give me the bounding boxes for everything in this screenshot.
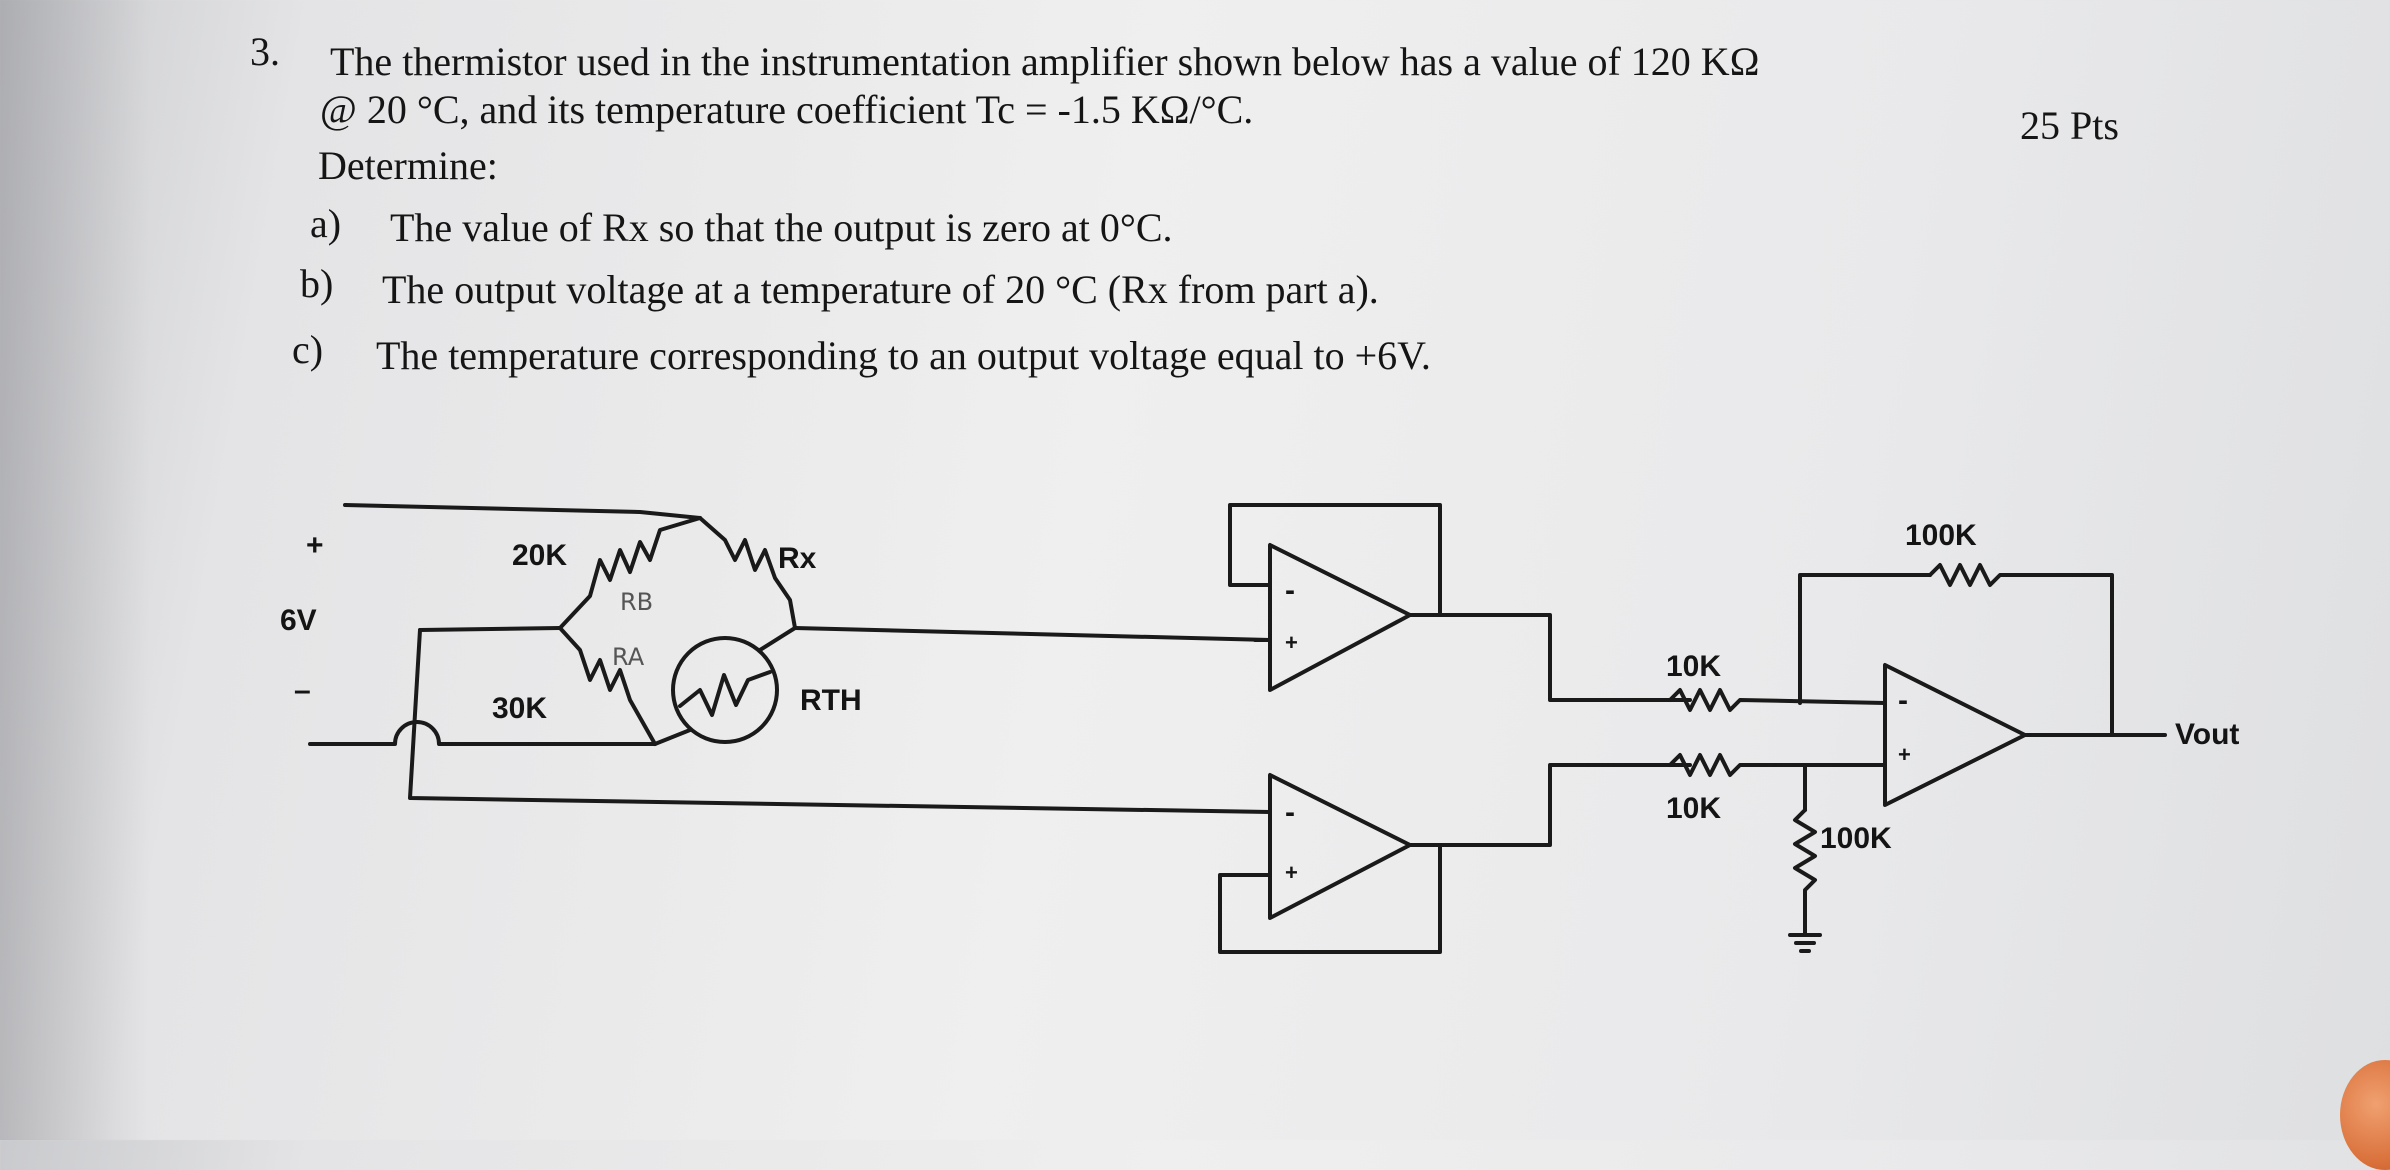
supply-value-label: 6V bbox=[280, 604, 317, 637]
bridge-left-node-wire bbox=[418, 626, 562, 632]
thermistor-circle bbox=[671, 636, 779, 744]
resistor-100k-feedback bbox=[1928, 563, 2114, 737]
supply-bottom-wire bbox=[308, 720, 657, 746]
resistor-rx bbox=[698, 516, 797, 630]
r-10k-top-label: 10K bbox=[1666, 650, 1721, 683]
question-line-2: @ 20 °C, and its temperature coefficient… bbox=[320, 87, 1254, 132]
r-x-label: Rx bbox=[778, 542, 817, 575]
resistor-100k-ground bbox=[1793, 808, 1817, 937]
opamp-1-plus: + bbox=[1285, 630, 1298, 655]
points-label: 25 Pts bbox=[2020, 103, 2119, 148]
supply-plus-label: + bbox=[306, 529, 324, 562]
wire-left-node-down bbox=[408, 628, 1272, 814]
r-100k-feedback-label: 100K bbox=[1905, 519, 1977, 552]
part-c-label: c) bbox=[292, 327, 324, 372]
supply-minus-label: – bbox=[294, 674, 311, 707]
opamp-3-plus: + bbox=[1898, 742, 1911, 767]
resistor-30k bbox=[558, 626, 657, 746]
opamp-3-minus: - bbox=[1898, 684, 1908, 717]
opamp-2-minus: - bbox=[1285, 796, 1295, 829]
determine-label: Determine: bbox=[318, 143, 498, 188]
thermistor-top-wire bbox=[758, 626, 797, 652]
opamp-1-body bbox=[1268, 543, 1412, 692]
r-20k-label: 20K bbox=[512, 539, 567, 572]
handwritten-rb: RB bbox=[620, 588, 653, 616]
question-number: 3. bbox=[250, 29, 280, 74]
part-b-text: The output voltage at a temperature of 2… bbox=[382, 267, 1379, 312]
supply-top-wire bbox=[343, 503, 702, 520]
r-100k-ground-label: 100K bbox=[1820, 822, 1892, 855]
vout-label: Vout bbox=[2175, 718, 2239, 751]
resistor-10k-bottom bbox=[1668, 753, 1887, 777]
part-a-text: The value of Rx so that the output is ze… bbox=[390, 205, 1173, 250]
question-line-1: The thermistor used in the instrumentati… bbox=[330, 39, 1760, 84]
thermistor-bottom-wire bbox=[653, 728, 692, 746]
opamp-2-output bbox=[1408, 763, 1692, 847]
r-30k-label: 30K bbox=[492, 692, 547, 725]
feedback-wire bbox=[1798, 573, 1932, 705]
page-shadow bbox=[0, 0, 150, 1140]
wire-left-node-to-opamp1 bbox=[793, 626, 1272, 642]
handwritten-ra: RA bbox=[612, 643, 645, 671]
opamp-1-output bbox=[1408, 613, 1692, 702]
opamp-2-body bbox=[1268, 773, 1412, 920]
r-10k-bottom-label: 10K bbox=[1666, 792, 1721, 825]
resistor-10k-top bbox=[1668, 688, 1887, 712]
opamp-1-feedback bbox=[1228, 503, 1442, 617]
opamp-3-body bbox=[1883, 663, 2027, 807]
ground-symbol bbox=[1788, 933, 1822, 953]
circuit-diagram: - + - + - + + 6V – 20K 30K Rx RTH RB RA … bbox=[280, 503, 2239, 954]
opamp-2-plus: + bbox=[1285, 860, 1298, 885]
r-th-label: RTH bbox=[800, 684, 862, 717]
resistor-20k bbox=[558, 516, 702, 630]
part-c-text: The temperature corresponding to an outp… bbox=[376, 333, 1431, 378]
part-b-label: b) bbox=[300, 261, 334, 306]
opamp-1-minus: - bbox=[1285, 574, 1295, 607]
thermistor-zigzag bbox=[678, 670, 772, 717]
part-a-label: a) bbox=[310, 201, 342, 246]
opamp-2-feedback bbox=[1218, 843, 1442, 954]
